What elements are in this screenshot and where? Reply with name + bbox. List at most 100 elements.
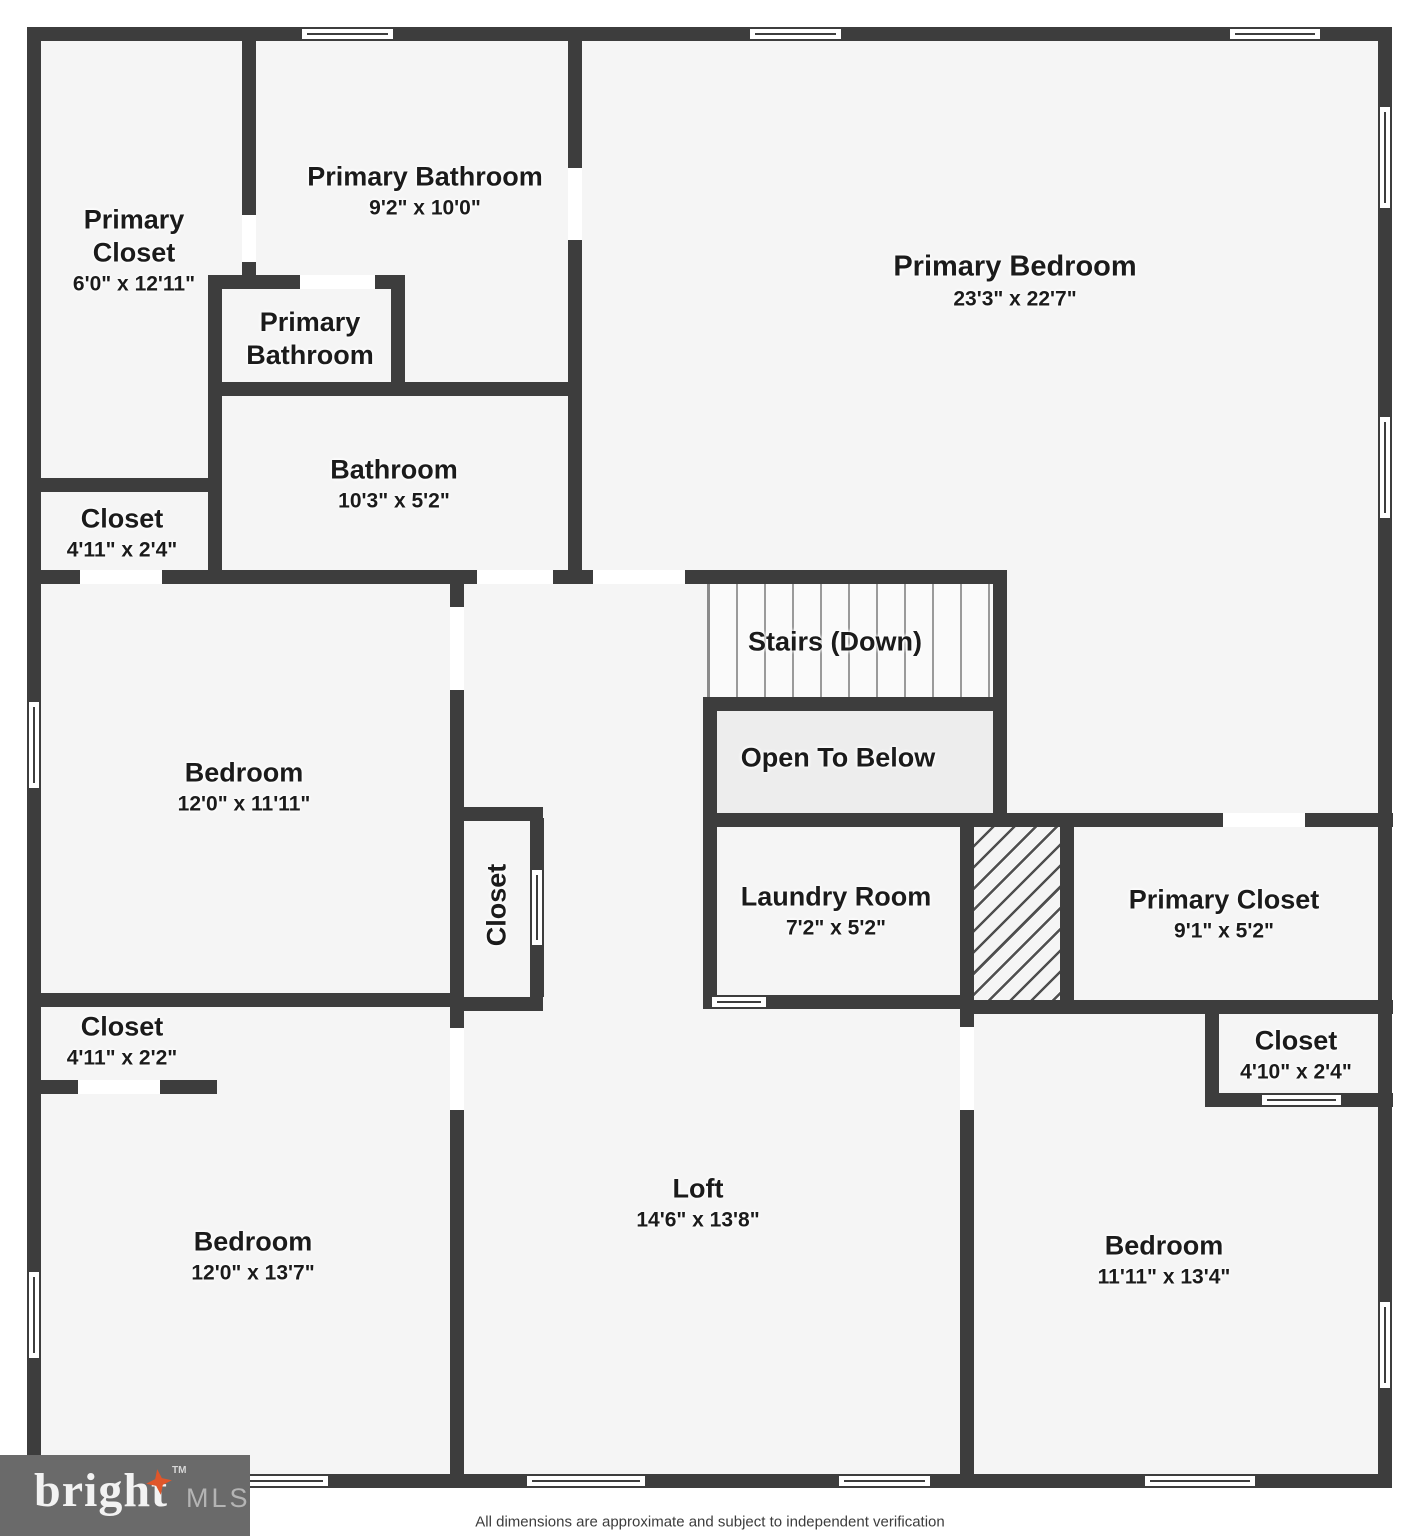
door-opening: [300, 275, 375, 289]
wall: [993, 570, 1007, 827]
wall: [1007, 813, 1223, 827]
stairs-treads: [710, 584, 993, 697]
wall: [703, 995, 974, 1009]
door-opening: [1223, 813, 1305, 827]
wall: [450, 690, 464, 1008]
wall: [960, 823, 974, 1013]
room-dims: 7'2" x 5'2": [786, 916, 886, 940]
room-name: Closet: [1254, 1025, 1338, 1056]
wall: [162, 570, 477, 584]
wall: [208, 275, 300, 289]
wall: [27, 1474, 1392, 1488]
room-label-primary-bathroom-small: Primary Bathroom: [218, 306, 403, 372]
room-name: Bedroom: [193, 1226, 313, 1257]
door-opening: [593, 570, 685, 584]
window: [1378, 1300, 1392, 1390]
room-label-primary-closet-upper: Primary Closet 6'0" x 12'11": [42, 203, 227, 296]
wall: [553, 570, 593, 584]
bright-mls-logo: bright TM MLS: [0, 1455, 250, 1536]
room-label-primary-bathroom: Primary Bathroom 9'2" x 10'0": [307, 161, 543, 222]
wall: [1060, 823, 1074, 1000]
window: [240, 1474, 330, 1488]
door-opening: [78, 1080, 160, 1094]
wall: [1378, 27, 1392, 1488]
window: [530, 868, 544, 947]
room-name: Primary Closet: [1128, 884, 1320, 915]
room-dims: 10'3" x 5'2": [338, 489, 450, 513]
wall: [1305, 813, 1393, 827]
wall: [960, 1000, 1393, 1014]
wall: [27, 570, 80, 584]
room-dims: 11'11" x 13'4": [1097, 1265, 1231, 1289]
room-label-closet-upper-left: Closet 4'11" x 2'4": [67, 503, 178, 564]
room-dims: 23'3" x 22'7": [953, 287, 1077, 311]
room-name: Loft: [672, 1173, 724, 1204]
window: [748, 27, 843, 41]
room-name: Bedroom: [1104, 1230, 1224, 1261]
wall: [530, 947, 544, 997]
room-label-loft: Loft 14'6" x 13'8": [636, 1173, 759, 1234]
room-name: Closet: [80, 1011, 164, 1042]
room-label-bedroom-bottom-right: Bedroom 11'11" x 13'4": [1098, 1230, 1231, 1291]
window: [1260, 1093, 1343, 1107]
door-opening: [477, 570, 553, 584]
room-name: Open To Below: [740, 742, 936, 773]
wall: [27, 27, 1392, 41]
open-to-below-area: [717, 711, 993, 813]
room-label-closet-middle: Closet: [481, 864, 514, 947]
room-name: Closet: [80, 503, 164, 534]
room-dims: 4'11" x 2'2": [66, 1046, 178, 1070]
wall: [685, 570, 1005, 584]
window: [1378, 105, 1392, 210]
room-name: Primary Bathroom: [246, 307, 374, 370]
room-label-primary-closet-right: Primary Closet 9'1" x 5'2": [1129, 884, 1320, 945]
wall: [27, 478, 217, 492]
window: [27, 700, 41, 790]
wall: [703, 827, 717, 1009]
wall: [463, 807, 543, 821]
room-dims: 4'10" x 2'4": [1240, 1060, 1352, 1084]
wall: [450, 584, 464, 607]
room-dims: 12'0" x 13'7": [191, 1261, 315, 1285]
window: [525, 1474, 647, 1488]
wall: [960, 1110, 974, 1474]
room-name: Primary Bedroom: [893, 250, 1137, 283]
room-label-bedroom-bottom-left: Bedroom 12'0" x 13'7": [191, 1226, 314, 1287]
wall: [391, 275, 405, 396]
wall: [27, 1080, 78, 1094]
wall: [27, 993, 463, 1007]
wall: [1205, 1013, 1219, 1093]
door-opening: [80, 570, 162, 584]
trademark-symbol: TM: [172, 1465, 187, 1476]
room-name: Laundry Room: [740, 881, 932, 912]
wall: [703, 697, 1007, 711]
window: [710, 995, 768, 1009]
wall: [960, 1013, 974, 1027]
room-label-closet-lower-right: Closet 4'10" x 2'4": [1240, 1025, 1352, 1086]
room-label-laundry-room: Laundry Room 7'2" x 5'2": [741, 881, 932, 942]
door-opening: [568, 168, 582, 240]
door-opening: [450, 1028, 464, 1110]
room-label-stairs-down: Stairs (Down): [748, 626, 922, 659]
logo-brand-text: bright: [34, 1464, 169, 1517]
wall: [530, 818, 544, 868]
room-label-closet-lower-left: Closet 4'11" x 2'2": [67, 1011, 178, 1072]
door-opening: [242, 215, 256, 262]
wall: [450, 1110, 464, 1474]
door-opening: [960, 1027, 974, 1110]
wall: [208, 382, 582, 396]
wall: [568, 41, 582, 168]
room-label-open-to-below: Open To Below: [741, 742, 936, 775]
room-name: Bedroom: [184, 757, 304, 788]
window: [27, 1270, 41, 1360]
room-dims: 6'0" x 12'11": [72, 272, 196, 296]
wall: [703, 697, 717, 827]
wall: [703, 813, 1007, 827]
wall: [160, 1080, 217, 1094]
window: [837, 1474, 932, 1488]
stairs-open-side-line: [707, 584, 710, 697]
room-name: Primary Bathroom: [307, 161, 543, 192]
room-name: Primary Closet: [83, 204, 185, 268]
room-dims: 9'1" x 5'2": [1174, 919, 1274, 943]
